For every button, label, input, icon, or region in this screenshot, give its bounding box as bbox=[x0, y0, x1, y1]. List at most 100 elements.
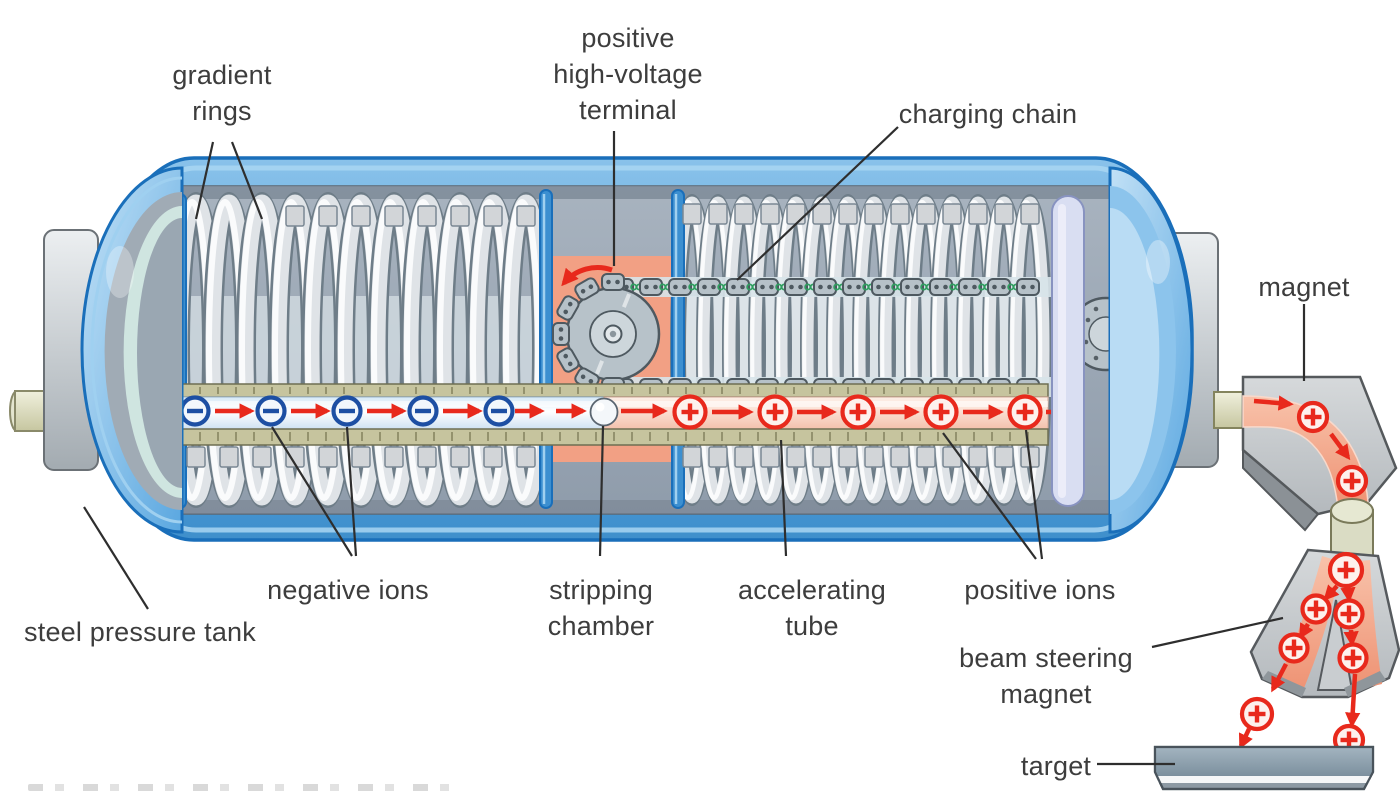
label-gradient-rings: gradient rings bbox=[172, 60, 272, 126]
gradient-ring-cap bbox=[968, 203, 988, 225]
label-negative-ions: negative ions bbox=[267, 575, 429, 605]
gradient-ring-cap bbox=[384, 205, 404, 227]
label-positive-ions: positive ions bbox=[964, 575, 1116, 605]
chain-pulley bbox=[565, 286, 661, 382]
gradient-ring-cap bbox=[890, 203, 910, 225]
gradient-ring-cap bbox=[318, 446, 338, 468]
chain-link bbox=[987, 278, 1011, 296]
gradient-ring-cap bbox=[252, 446, 272, 468]
positive-ion bbox=[672, 394, 708, 430]
beam-arrow bbox=[1238, 728, 1253, 750]
label-steel-pressure-tank: steel pressure tank bbox=[24, 617, 256, 647]
gradient-ring-cap bbox=[516, 205, 536, 227]
gradient-ring-cap bbox=[708, 203, 728, 225]
beam-arrow bbox=[1299, 622, 1314, 640]
positive-ion bbox=[1335, 464, 1369, 498]
gradient-ring-cap bbox=[994, 203, 1014, 225]
magnet-beam-ions bbox=[1253, 395, 1369, 498]
gradient-ring-cap bbox=[760, 446, 780, 468]
chain-link bbox=[668, 278, 692, 296]
gradient-ring-cap bbox=[890, 446, 910, 468]
gradient-ring-cap bbox=[786, 203, 806, 225]
beam-arrow bbox=[1271, 662, 1288, 693]
target-slab bbox=[1153, 745, 1375, 791]
positive-ion bbox=[1278, 632, 1310, 664]
inner-liner-right bbox=[1051, 195, 1085, 507]
gradient-ring-cap bbox=[318, 205, 338, 227]
beam-arrow bbox=[1340, 586, 1356, 603]
gradient-ring-cap bbox=[285, 446, 305, 468]
chain-link bbox=[871, 278, 895, 296]
gradient-ring-cap bbox=[417, 205, 437, 227]
chain-link bbox=[958, 278, 982, 296]
positive-ion bbox=[1333, 598, 1365, 630]
negative-ion bbox=[255, 395, 287, 427]
accelerating-tube-upper-rail bbox=[157, 383, 1049, 398]
gradient-ring-cap bbox=[968, 446, 988, 468]
gradient-ring-cap bbox=[864, 203, 884, 225]
leader-stripping-chamber bbox=[598, 425, 605, 557]
positive-ion bbox=[1337, 642, 1369, 674]
leader-gradient-rings-1 bbox=[194, 141, 215, 220]
leader-gradient-rings-2 bbox=[230, 141, 264, 220]
ion-beam bbox=[179, 394, 1070, 430]
positive-ion bbox=[840, 394, 876, 430]
gradient-ring-cap bbox=[450, 446, 470, 468]
gradient-ring-cap bbox=[351, 205, 371, 227]
gradient-ring-cap bbox=[682, 446, 702, 468]
chain-link bbox=[900, 278, 924, 296]
chain-link bbox=[755, 278, 779, 296]
chain-link bbox=[784, 278, 808, 296]
steering-beam-ions bbox=[1238, 551, 1369, 766]
gradient-ring-caps bbox=[186, 203, 1040, 468]
beam-arrow bbox=[1343, 629, 1359, 647]
beam-pipe-to-steering bbox=[1330, 498, 1374, 559]
positive-ion bbox=[1239, 696, 1275, 732]
beam-arrow bbox=[1329, 432, 1351, 461]
label-stripping-chamber: stripping chamber bbox=[547, 575, 655, 641]
gradient-ring-cap bbox=[760, 203, 780, 225]
leader-charging-chain bbox=[736, 126, 899, 281]
gradient-ring-cap bbox=[994, 446, 1014, 468]
chain-rotation-arrow bbox=[561, 265, 613, 287]
negative-ion bbox=[331, 395, 363, 427]
beam-steering-magnet bbox=[1249, 548, 1400, 699]
leader-accelerating-tube bbox=[779, 439, 788, 557]
gradient-ring-cap bbox=[516, 446, 536, 468]
chain-link bbox=[601, 273, 625, 291]
support-hoop bbox=[671, 189, 685, 509]
positive-ion bbox=[757, 394, 793, 430]
chain-link bbox=[697, 278, 721, 296]
chain-link bbox=[1016, 278, 1040, 296]
chain-link bbox=[574, 277, 600, 301]
chain-link bbox=[842, 278, 866, 296]
cropped-caption-fragment bbox=[28, 784, 458, 791]
charging-chain-upper-run bbox=[610, 278, 1040, 296]
gradient-ring-cap bbox=[942, 203, 962, 225]
stripping-chamber bbox=[589, 397, 619, 427]
chain-link bbox=[556, 295, 580, 321]
label-beam-steering-magnet: beam steering magnet bbox=[959, 643, 1133, 709]
leader-steel-pressure-tank bbox=[83, 506, 149, 610]
label-accelerating-tube: accelerating tube bbox=[738, 575, 886, 641]
leader-positive-ions-1 bbox=[942, 432, 1037, 560]
gradient-ring-cap bbox=[838, 446, 858, 468]
gradient-ring-cap bbox=[1020, 203, 1040, 225]
gradient-ring-cap bbox=[942, 446, 962, 468]
support-hoop bbox=[539, 189, 553, 509]
positive-ion bbox=[923, 394, 959, 430]
beam-arrow bbox=[1253, 395, 1294, 411]
gradient-ring-cap bbox=[708, 446, 728, 468]
leader-positive-ions-2 bbox=[1024, 429, 1044, 560]
label-target: target bbox=[1020, 751, 1092, 781]
gradient-ring-cap bbox=[864, 446, 884, 468]
gradient-ring-cap bbox=[483, 205, 503, 227]
tank-right-dome bbox=[1108, 166, 1194, 534]
chain-link bbox=[813, 278, 837, 296]
gradient-ring-cap bbox=[351, 446, 371, 468]
negative-ion bbox=[483, 395, 515, 427]
chain-link bbox=[552, 322, 570, 346]
chain-link bbox=[556, 347, 580, 373]
